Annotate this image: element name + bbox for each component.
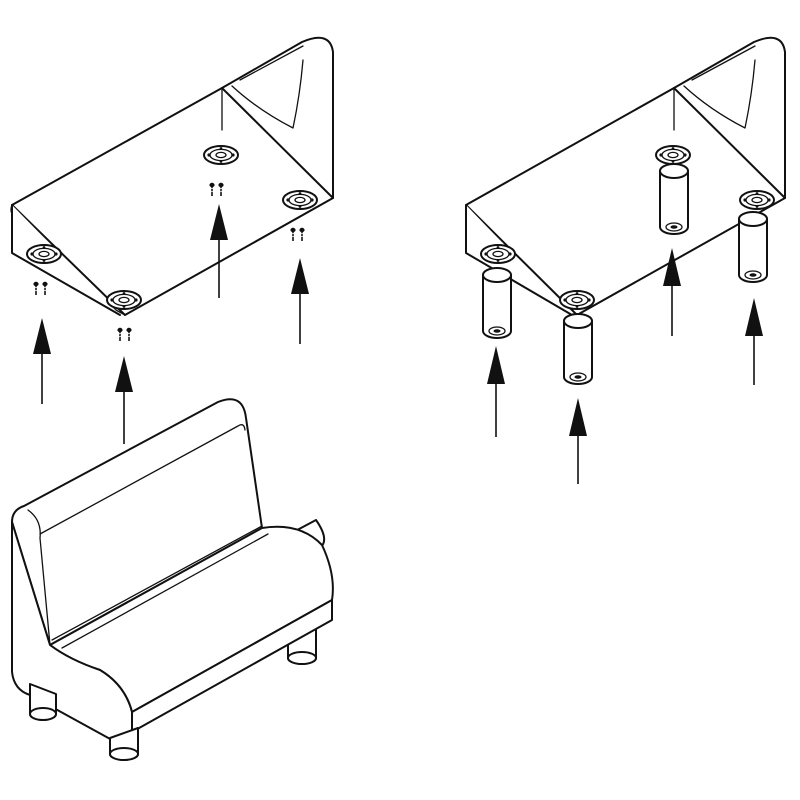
up-arrow-icon: [745, 298, 763, 385]
sofa-base-underside: [10, 36, 334, 316]
up-arrow-icon: [291, 258, 309, 344]
assembled-sofa: [11, 398, 334, 761]
step-2-arrows: [487, 248, 763, 484]
up-arrow-icon: [569, 398, 587, 484]
step-1-panel: [10, 36, 334, 444]
sofa-foot-icon: [109, 727, 139, 761]
screw-pair-icon: [117, 328, 131, 341]
mounting-plate-icon: [106, 290, 142, 310]
sofa-foot-icon: [482, 267, 512, 339]
mounting-plate-icon: [282, 190, 318, 210]
sofa-foot-icon: [29, 683, 57, 721]
step-1-arrows: [33, 204, 309, 444]
mounting-plate-icon: [655, 145, 691, 165]
screw-pair-icon: [33, 282, 47, 295]
up-arrow-icon: [210, 204, 228, 298]
up-arrow-icon: [115, 356, 133, 444]
up-arrow-icon: [487, 346, 505, 437]
mounting-plate-icon: [26, 244, 62, 264]
sofa-foot-icon: [563, 313, 593, 385]
mounting-plate-icon: [739, 190, 775, 210]
up-arrow-icon: [33, 318, 51, 404]
sofa-foot-icon: [659, 163, 689, 235]
screw-pair-icon: [290, 228, 304, 241]
sofa-foot-icon: [738, 211, 768, 283]
mounting-plate-icon: [203, 145, 239, 165]
mounting-plate-icon: [480, 244, 516, 264]
mounting-plate-icon: [559, 290, 595, 310]
step-2-panel: [465, 36, 786, 484]
up-arrow-icon: [663, 248, 681, 336]
sofa-base-underside: [465, 36, 786, 316]
